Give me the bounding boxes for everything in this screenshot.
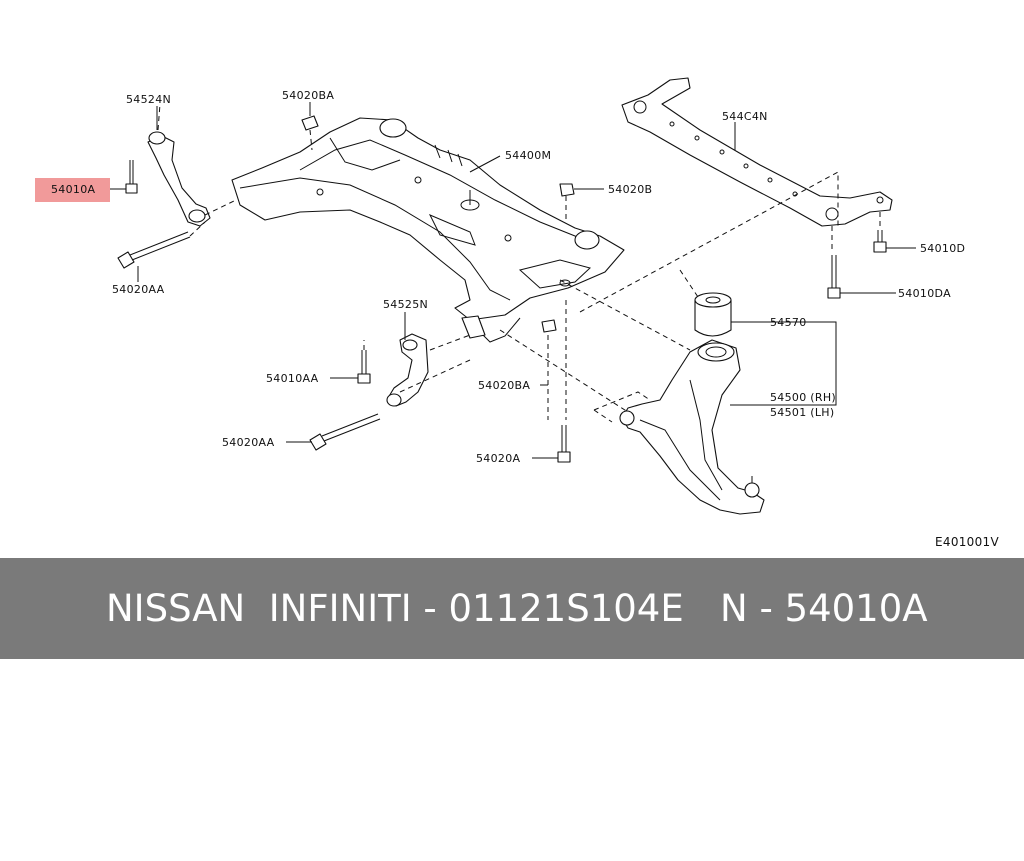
label-54010AA: 54010AA xyxy=(266,372,319,385)
transverse-link-54500[interactable] xyxy=(619,339,765,515)
bushing-54570[interactable] xyxy=(694,292,732,337)
assembly-lines xyxy=(189,129,881,423)
label-54525N: 54525N xyxy=(383,298,428,311)
label-54020AA-bottom: 54020AA xyxy=(222,436,275,449)
label-54020BA-mid: 54020BA xyxy=(478,379,530,392)
part-number: N - 54010A xyxy=(720,587,928,630)
highlight-box xyxy=(35,178,110,202)
label-544C4N: 544C4N xyxy=(722,110,768,123)
subframe-crossmember[interactable] xyxy=(231,117,625,343)
bolt-54020A[interactable] xyxy=(557,425,571,463)
label-54020AA-left: 54020AA xyxy=(112,283,165,296)
label-54501-lh: 54501 (LH) xyxy=(770,406,834,419)
brand-and-catalog-number: NISSAN INFINITI - 01121S104E xyxy=(106,587,684,630)
lower-link-54525N[interactable] xyxy=(386,333,429,407)
part-info-banner: NISSAN INFINITI - 01121S104E N - 54010A xyxy=(0,558,1024,659)
nut-54020B[interactable] xyxy=(559,183,575,197)
leader-lines xyxy=(110,102,916,459)
figure-code: E401001V xyxy=(935,535,999,549)
nut-54020BA-top[interactable] xyxy=(301,115,319,131)
bolt-54010AA[interactable] xyxy=(357,350,371,384)
label-54500-rh: 54500 (RH) xyxy=(770,391,836,404)
bolt-54020AA-left[interactable] xyxy=(117,231,191,269)
label-54020BA-top: 54020BA xyxy=(282,89,334,102)
part-labels: 54524N 54020BA 54400M 54020B 544C4N 5401… xyxy=(35,89,999,549)
rear-cross-member[interactable] xyxy=(621,77,893,227)
label-54524N: 54524N xyxy=(126,93,171,106)
bolt-54010A[interactable] xyxy=(125,160,138,194)
bolt-54020AA-bottom[interactable] xyxy=(309,413,381,451)
label-54570: 54570 xyxy=(770,316,807,329)
label-54010D: 54010D xyxy=(920,242,965,255)
label-54400M: 54400M xyxy=(505,149,551,162)
label-54020B: 54020B xyxy=(608,183,652,196)
label-54010A-highlighted: 54010A xyxy=(51,183,95,196)
bolt-54010D[interactable] xyxy=(873,230,887,253)
upper-link-54524N[interactable] xyxy=(147,103,211,227)
label-54010DA: 54010DA xyxy=(898,287,951,300)
nut-54020BA-mid[interactable] xyxy=(541,319,557,333)
parts-diagram: 54524N 54020BA 54400M 54020B 544C4N 5401… xyxy=(35,77,999,549)
label-54020A: 54020A xyxy=(476,452,520,465)
bolt-54010DA[interactable] xyxy=(827,255,841,299)
